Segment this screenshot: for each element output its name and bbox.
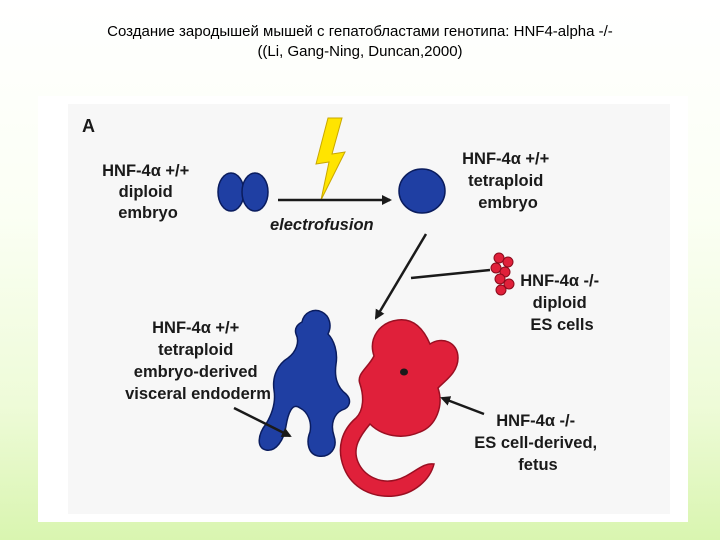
electrofusion-label: electrofusion	[270, 216, 374, 234]
es-cells-label: HNF-4α -/- diploid ES cells	[520, 272, 603, 334]
tetraploid-to-fetus-arrow	[374, 233, 428, 320]
lightning-bolt-icon	[315, 117, 346, 201]
fetus-shape	[339, 319, 459, 497]
tetraploid-embryo-label: HNF-4α +/+ tetraploid embryo	[462, 150, 554, 212]
fetus-label: HNF-4α -/- ES cell-derived, fetus	[474, 412, 601, 474]
fetus-eye-icon	[400, 368, 408, 376]
es-cells-cluster-icon	[490, 252, 515, 296]
visceral-endoderm-shape	[258, 309, 351, 457]
diploid-embryo-label: HNF-4α +/+ diploid embryo	[102, 162, 194, 222]
panel-letter-a: A	[82, 116, 95, 136]
slide-title-line-1: Создание зародышей мышей с гепатобластам…	[107, 23, 613, 40]
es-cells-to-junction-arrow-line	[410, 268, 491, 280]
diagram-figure: A HNF-4α +/+ diploid embryo electrofusio…	[38, 96, 688, 522]
slide-title-line-2: ((Li, Gang-Ning, Duncan,2000)	[257, 43, 463, 60]
diploid-embryos-icon	[217, 172, 269, 212]
figure-panel-background	[68, 104, 670, 514]
visceral-endoderm-label: HNF-4α +/+ tetraploid embryo-derived vis…	[125, 319, 271, 403]
fetus-arrow	[440, 396, 485, 416]
visceral-endoderm-arrow	[233, 406, 292, 438]
slide-title: Создание зародышей мышей с гепатобластам…	[0, 22, 720, 62]
tetraploid-embryo-icon	[398, 168, 446, 214]
diagram-svg: A HNF-4α +/+ diploid embryo electrofusio…	[68, 104, 670, 514]
